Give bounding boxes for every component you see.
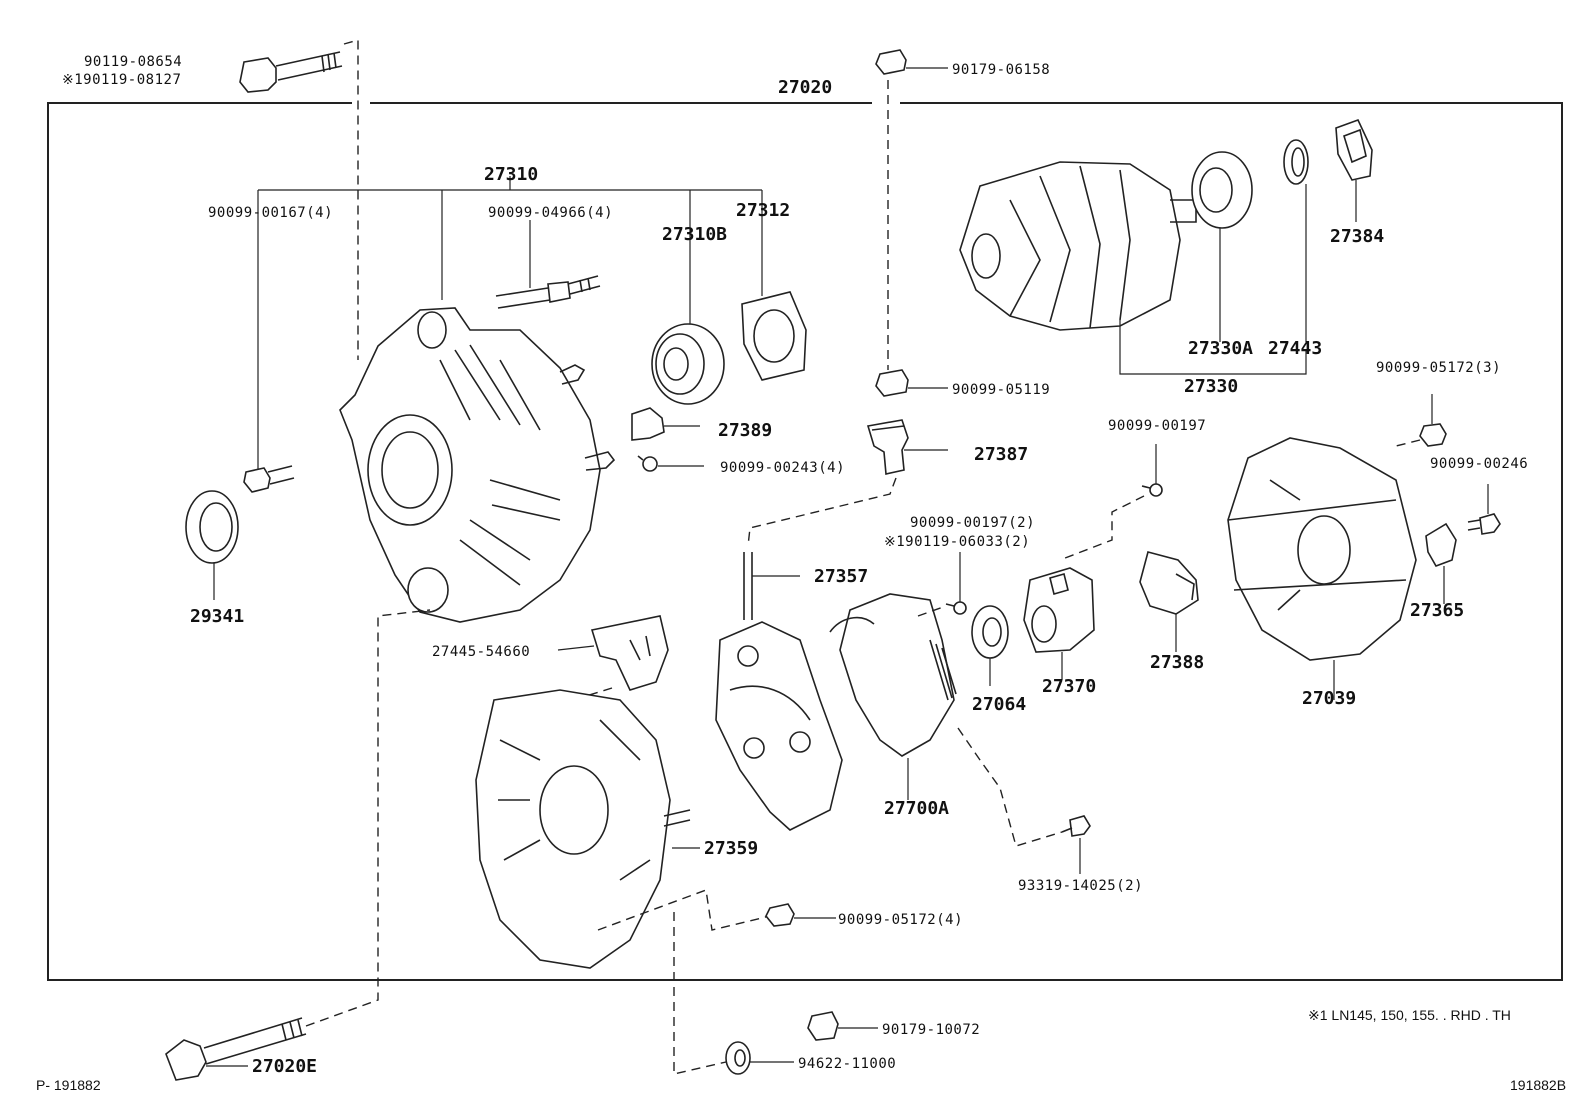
insulator-27387-part bbox=[866, 419, 909, 475]
label-90099-00167: 90099-00167(4) bbox=[208, 205, 333, 221]
rotor-27330-part bbox=[959, 161, 1197, 331]
nut-90179-06158-part bbox=[875, 49, 907, 75]
label-27388: 27388 bbox=[1150, 652, 1204, 673]
figure-id-left: P- 191882 bbox=[36, 1077, 101, 1093]
label-90099-00246: 90099-00246 bbox=[1430, 456, 1528, 472]
label-27330a: 27330A bbox=[1188, 338, 1253, 359]
oil-seal-29341-part bbox=[185, 490, 239, 564]
label-27700a: 27700A bbox=[884, 798, 949, 819]
label-90099-00197-2: 90099-00197(2) bbox=[910, 515, 1035, 531]
figure-id-right: 191882B bbox=[1510, 1077, 1566, 1093]
label-27039: 27039 bbox=[1302, 688, 1356, 709]
label-27357: 27357 bbox=[814, 566, 868, 587]
screw-90099-00197-2-part bbox=[945, 601, 967, 615]
label-90099-00197: 90099-00197 bbox=[1108, 418, 1206, 434]
label-27445-54660: 27445-54660 bbox=[432, 644, 530, 660]
stud-90099-04966-part bbox=[495, 275, 601, 309]
insulator-27064-part bbox=[971, 605, 1009, 659]
label-27330: 27330 bbox=[1184, 376, 1238, 397]
bolt-90099-00167-part bbox=[243, 465, 295, 493]
bearing-27330a-part bbox=[1191, 151, 1253, 229]
label-90119-08654: 90119-08654 bbox=[84, 54, 182, 70]
label-27359: 27359 bbox=[704, 838, 758, 859]
label-90099-05172-4: 90099-05172(4) bbox=[838, 912, 963, 928]
label-27365: 27365 bbox=[1410, 600, 1464, 621]
label-90179-06158: 90179-06158 bbox=[952, 62, 1050, 78]
label-190119-08127: ※190119-08127 bbox=[62, 72, 181, 88]
bolt-90119-08654-part bbox=[239, 51, 343, 93]
cover-27384-part bbox=[1335, 118, 1373, 181]
cover-27445-54660-part bbox=[590, 615, 669, 691]
label-27064: 27064 bbox=[972, 694, 1026, 715]
assembly-frame bbox=[47, 102, 1563, 981]
label-90099-05172-3: 90099-05172(3) bbox=[1376, 360, 1501, 376]
screw-90099-00246-part bbox=[1467, 513, 1501, 535]
drive-end-frame-part bbox=[339, 307, 616, 623]
nut-90099-05172-3-part bbox=[1419, 423, 1447, 447]
label-29341: 29341 bbox=[190, 606, 244, 627]
rectifier-27357-part bbox=[715, 552, 843, 831]
label-27020: 27020 bbox=[778, 77, 832, 98]
ring-27443-part bbox=[1283, 139, 1309, 185]
regulator-27700a-part bbox=[829, 593, 957, 757]
label-27312: 27312 bbox=[736, 200, 790, 221]
label-90099-00243: 90099-00243(4) bbox=[720, 460, 845, 476]
leader-90119-08654 bbox=[343, 39, 359, 360]
label-27443: 27443 bbox=[1268, 338, 1322, 359]
screw-90099-00197-part bbox=[1141, 483, 1163, 497]
label-90099-05119: 90099-05119 bbox=[952, 382, 1050, 398]
nut-90099-05119-part bbox=[875, 369, 909, 397]
label-27310b: 27310B bbox=[662, 224, 727, 245]
label-27389: 27389 bbox=[718, 420, 772, 441]
brush-holder-27370-part bbox=[1023, 567, 1095, 653]
rectifier-end-frame-27359-part bbox=[475, 689, 691, 969]
screw-90099-00243-part bbox=[637, 455, 658, 472]
label-27384: 27384 bbox=[1330, 226, 1384, 247]
label-27020e: 27020E bbox=[252, 1056, 317, 1077]
screw-93319-14025-part bbox=[1061, 815, 1091, 837]
footnote: ※1 LN145, 150, 155. . RHD . TH bbox=[1308, 1007, 1511, 1023]
label-90179-10072: 90179-10072 bbox=[882, 1022, 980, 1038]
label-190119-06033: ※190119-06033(2) bbox=[884, 534, 1030, 550]
washer-94622-11000-part bbox=[725, 1041, 751, 1075]
label-27387: 27387 bbox=[974, 444, 1028, 465]
cap-27365-part bbox=[1425, 522, 1457, 567]
nut-90179-10072-part bbox=[807, 1011, 839, 1041]
cover-27388-part bbox=[1139, 551, 1199, 615]
bearing-27310b-part bbox=[651, 323, 725, 405]
nut-90099-05172-4-part bbox=[765, 903, 795, 927]
label-90099-04966: 90099-04966(4) bbox=[488, 205, 613, 221]
retainer-plate-27312-part bbox=[741, 291, 807, 381]
label-93319-14025: 93319-14025(2) bbox=[1018, 878, 1143, 894]
rear-end-frame-27039-part bbox=[1227, 437, 1417, 661]
label-27370: 27370 bbox=[1042, 676, 1096, 697]
through-bolt-27020e-part bbox=[165, 1017, 307, 1081]
insulator-27389-part bbox=[631, 407, 665, 441]
label-94622-11000: 94622-11000 bbox=[798, 1056, 896, 1072]
label-27310: 27310 bbox=[484, 164, 538, 185]
